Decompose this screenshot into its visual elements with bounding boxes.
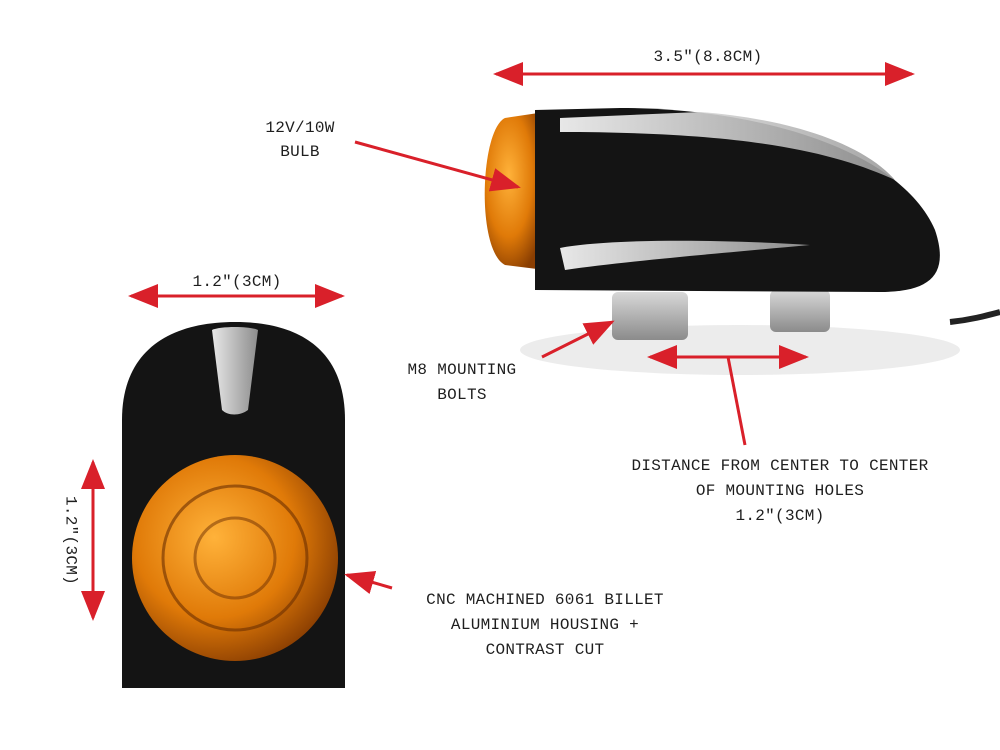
mounting-bolt xyxy=(612,292,688,340)
front-width-label: 1.2″(3CM) xyxy=(192,273,282,291)
contrast-cut xyxy=(560,240,810,270)
bulb-label-line2: BULB xyxy=(280,143,320,161)
contrast-cut xyxy=(560,112,895,180)
annotation-arrows xyxy=(81,62,915,621)
overall-length-label: 3.5″(8.8CM) xyxy=(653,48,763,66)
contrast-cut xyxy=(212,327,258,415)
housing-pointer-arrow xyxy=(344,570,393,595)
front-height-label: 1.2″(3CM) xyxy=(61,495,80,586)
side-view-light xyxy=(484,108,1000,375)
housing-label-line3: CONTRAST CUT xyxy=(485,641,605,659)
bolts-pointer-arrow xyxy=(541,320,615,359)
hole-distance-leader xyxy=(726,356,747,446)
bolts-label-line1: M8 MOUNTING xyxy=(407,361,517,379)
distance-label-line1: DISTANCE FROM CENTER TO CENTER xyxy=(631,457,929,475)
mounting-bolt xyxy=(770,290,830,332)
bolts-label-line2: BOLTS xyxy=(437,386,487,404)
housing-label-line1: CNC MACHINED 6061 BILLET xyxy=(426,591,664,609)
distance-label-line2: OF MOUNTING HOLES xyxy=(695,482,865,500)
front-view-light xyxy=(122,322,345,688)
distance-label-line3: 1.2″(3CM) xyxy=(735,507,825,525)
bulb-pointer-arrow xyxy=(354,140,521,192)
bulb-label-line1: 12V/10W xyxy=(265,119,335,137)
housing-label-line2: ALUMINIUM HOUSING + xyxy=(450,616,640,634)
cable xyxy=(949,309,1000,325)
